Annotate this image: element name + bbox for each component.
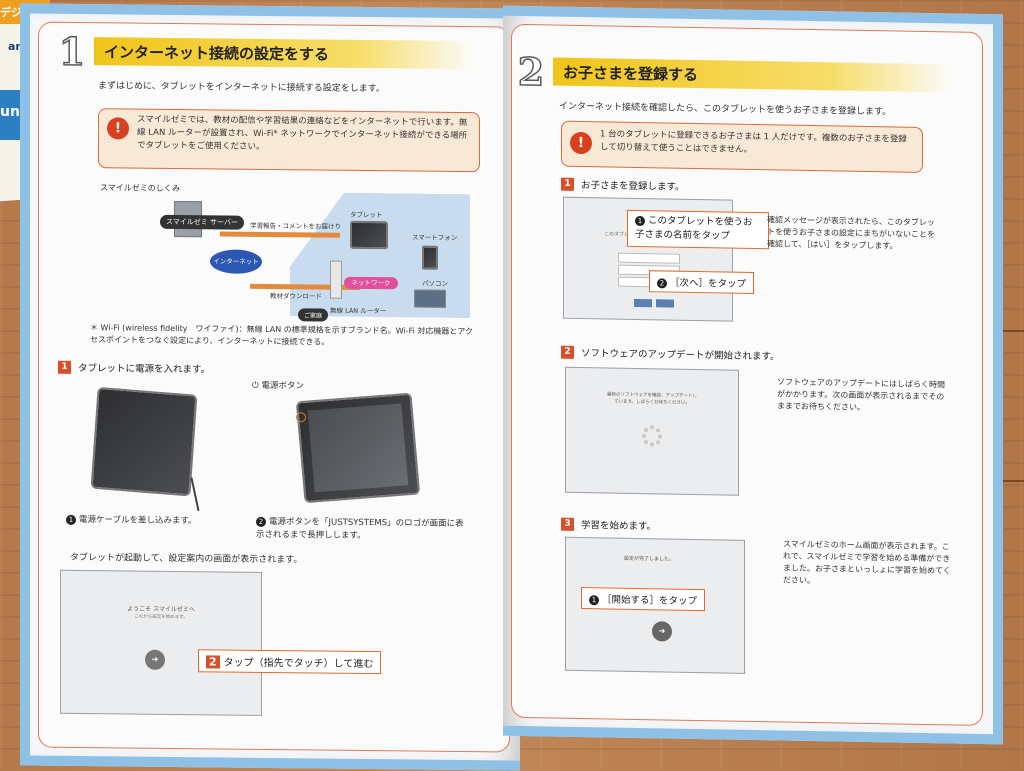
step-text: タブレットに電源を入れます。 xyxy=(78,362,211,376)
server-label: スマイルゼミ サーバー xyxy=(160,214,244,230)
warning-box: ! 1 台のタブレットに登録できるお子さまは 1 人だけです。複数のお子さまを登… xyxy=(561,120,923,173)
update-message: 最新のソフトウェアを確認、アップデートしています。しばらくお待ちください。 xyxy=(607,392,697,406)
tablet-back-illustration xyxy=(90,386,198,497)
next-arrow-button[interactable]: ➜ xyxy=(145,649,165,670)
spinner-dot xyxy=(642,434,646,439)
loading-spinner xyxy=(642,425,662,447)
bullet-number: 1 xyxy=(589,595,599,606)
spinner-dot xyxy=(650,425,654,430)
bullet-number: 2 xyxy=(256,516,266,527)
tablet-front-illustration xyxy=(295,392,421,504)
pc-icon xyxy=(414,289,446,308)
start-callout: 1［開始する］をタップ xyxy=(581,586,706,612)
section-title: お子さまを登録する xyxy=(553,57,953,93)
child-name-row[interactable] xyxy=(618,252,680,264)
callout-text: ［次へ］をタップ xyxy=(670,277,747,290)
power-button-highlight xyxy=(296,412,306,423)
scrap-text: un xyxy=(0,104,20,120)
tablet-icon xyxy=(350,220,388,250)
bullet-number: 2 xyxy=(657,278,667,289)
step-number: 3 xyxy=(561,517,574,531)
step-number: 1 xyxy=(58,360,71,374)
start-arrow-button[interactable]: ➜ xyxy=(652,621,672,642)
spinner-dot xyxy=(650,442,654,447)
sub-step-text: 電源ケーブルを差し込みます。 xyxy=(79,514,197,527)
power-button-text: 電源ボタン xyxy=(261,380,304,392)
step-number: 2 xyxy=(561,345,574,359)
welcome-subtitle: これから設定を始めます。 xyxy=(134,614,188,621)
system-diagram: スマイルゼミ サーバー 学習報告・コメントをお届けり インターネット 教材ダウン… xyxy=(150,191,470,322)
spinner-dot xyxy=(644,428,648,433)
step-2-description: ソフトウェアのアップデートにはしばらく時間がかかります。次の画面が表示されるまで… xyxy=(777,377,945,412)
step-3-description: スマイルゼミのホーム画面が表示されます。これで、スマイルゼミで学習を始める準備が… xyxy=(783,539,951,586)
sub-step-text: 電源ボタンを「JUSTSYSTEMS」のロゴが画面に表示されるまで長押しします。 xyxy=(256,516,464,541)
scrap-text: an xyxy=(8,40,24,53)
bullet-number: 1 xyxy=(635,215,645,227)
section-number: 2 xyxy=(517,48,545,95)
spinner-dot xyxy=(656,440,660,445)
step-1-description: 確認メッセージが表示されたら、このタブレットを使うお子さまの設定にまちがいないこ… xyxy=(767,215,935,251)
step-1: 1 タブレットに電源を入れます。 xyxy=(58,360,211,376)
tablet-screen xyxy=(307,403,409,493)
back-button[interactable] xyxy=(634,298,652,308)
step-text: お子さまを登録します。 xyxy=(581,179,685,193)
section-number: 1 xyxy=(58,28,86,75)
callout-text: このタブレットを使うお子さまの名前をタップ xyxy=(635,215,753,242)
welcome-screen-illustration: ようこそ スマイルゼミへ これから設定を始めます。 ➜ xyxy=(60,569,262,716)
home-label: ご家庭 xyxy=(298,308,329,322)
spinner-dot xyxy=(644,440,648,445)
warning-text: スマイルゼミでは、教材の配信や学習結果の連絡などをインターネットで行います。無線… xyxy=(137,114,468,153)
warning-text: 1 台のタブレットに登録できるお子さまは 1 人だけです。複数のお子さまを登録し… xyxy=(600,129,907,156)
network-label: ネットワーク xyxy=(344,276,398,290)
right-page: 2 お子さまを登録する インターネット接続を確認したら、このタブレットを使うお子… xyxy=(503,5,1003,745)
report-arrow xyxy=(220,231,340,238)
scrap-text: デジ xyxy=(0,6,22,19)
power-button-label: ⏻ 電源ボタン xyxy=(252,380,304,393)
exclamation-icon: ! xyxy=(107,117,129,140)
step-text: 学習を始めます。 xyxy=(581,519,657,533)
warning-box: ! スマイルゼミでは、教材の配信や学習結果の連絡などをインターネットで行います。… xyxy=(98,108,480,173)
callout-text: ［開始する］をタップ xyxy=(602,594,698,608)
section-title: インターネット接続の設定をする xyxy=(94,37,474,70)
complete-message: 設定が完了しました。 xyxy=(624,555,675,563)
after-boot-text: タブレットが起動して、設定案内の画面が表示されます。 xyxy=(70,552,303,566)
next-button[interactable] xyxy=(656,299,674,308)
pc-label: パソコン xyxy=(422,279,448,288)
left-page: 1 インターネット接続の設定をする まずはじめに、タブレットをインターネットに接… xyxy=(20,3,520,771)
download-label: 教材ダウンロード xyxy=(270,292,322,301)
section-heading: 1 インターネット接続の設定をする xyxy=(50,28,474,74)
router-icon xyxy=(330,260,342,299)
report-label: 学習報告・コメントをお届けり xyxy=(250,221,341,231)
router-label: 無線 LAN ルーター xyxy=(330,306,387,316)
wifi-footnote: ＊ Wi-Fi (wireless fidelity ワイファイ)：無線 LAN… xyxy=(90,323,474,347)
step-1: 1 お子さまを登録します。 xyxy=(561,177,685,193)
tablet-label: タブレット xyxy=(350,210,383,220)
smartphone-label: スマートフォン xyxy=(412,233,458,242)
callout-text: タップ（指先でタッチ）して進む xyxy=(223,657,374,671)
smartphone-icon xyxy=(422,245,438,270)
step-number: 1 xyxy=(561,177,574,191)
update-screen-illustration: 最新のソフトウェアを確認、アップデートしています。しばらくお待ちください。 xyxy=(565,366,739,496)
step-3: 3 学習を始めます。 xyxy=(561,517,657,533)
internet-cloud: インターネット xyxy=(210,249,262,274)
spinner-dot xyxy=(656,428,660,433)
exclamation-icon: ! xyxy=(570,131,592,155)
callout-number: 2 xyxy=(206,655,220,669)
next-callout: 2［次へ］をタップ xyxy=(649,270,755,295)
bullet-number: 1 xyxy=(66,514,76,525)
spinner-dot xyxy=(658,434,662,439)
